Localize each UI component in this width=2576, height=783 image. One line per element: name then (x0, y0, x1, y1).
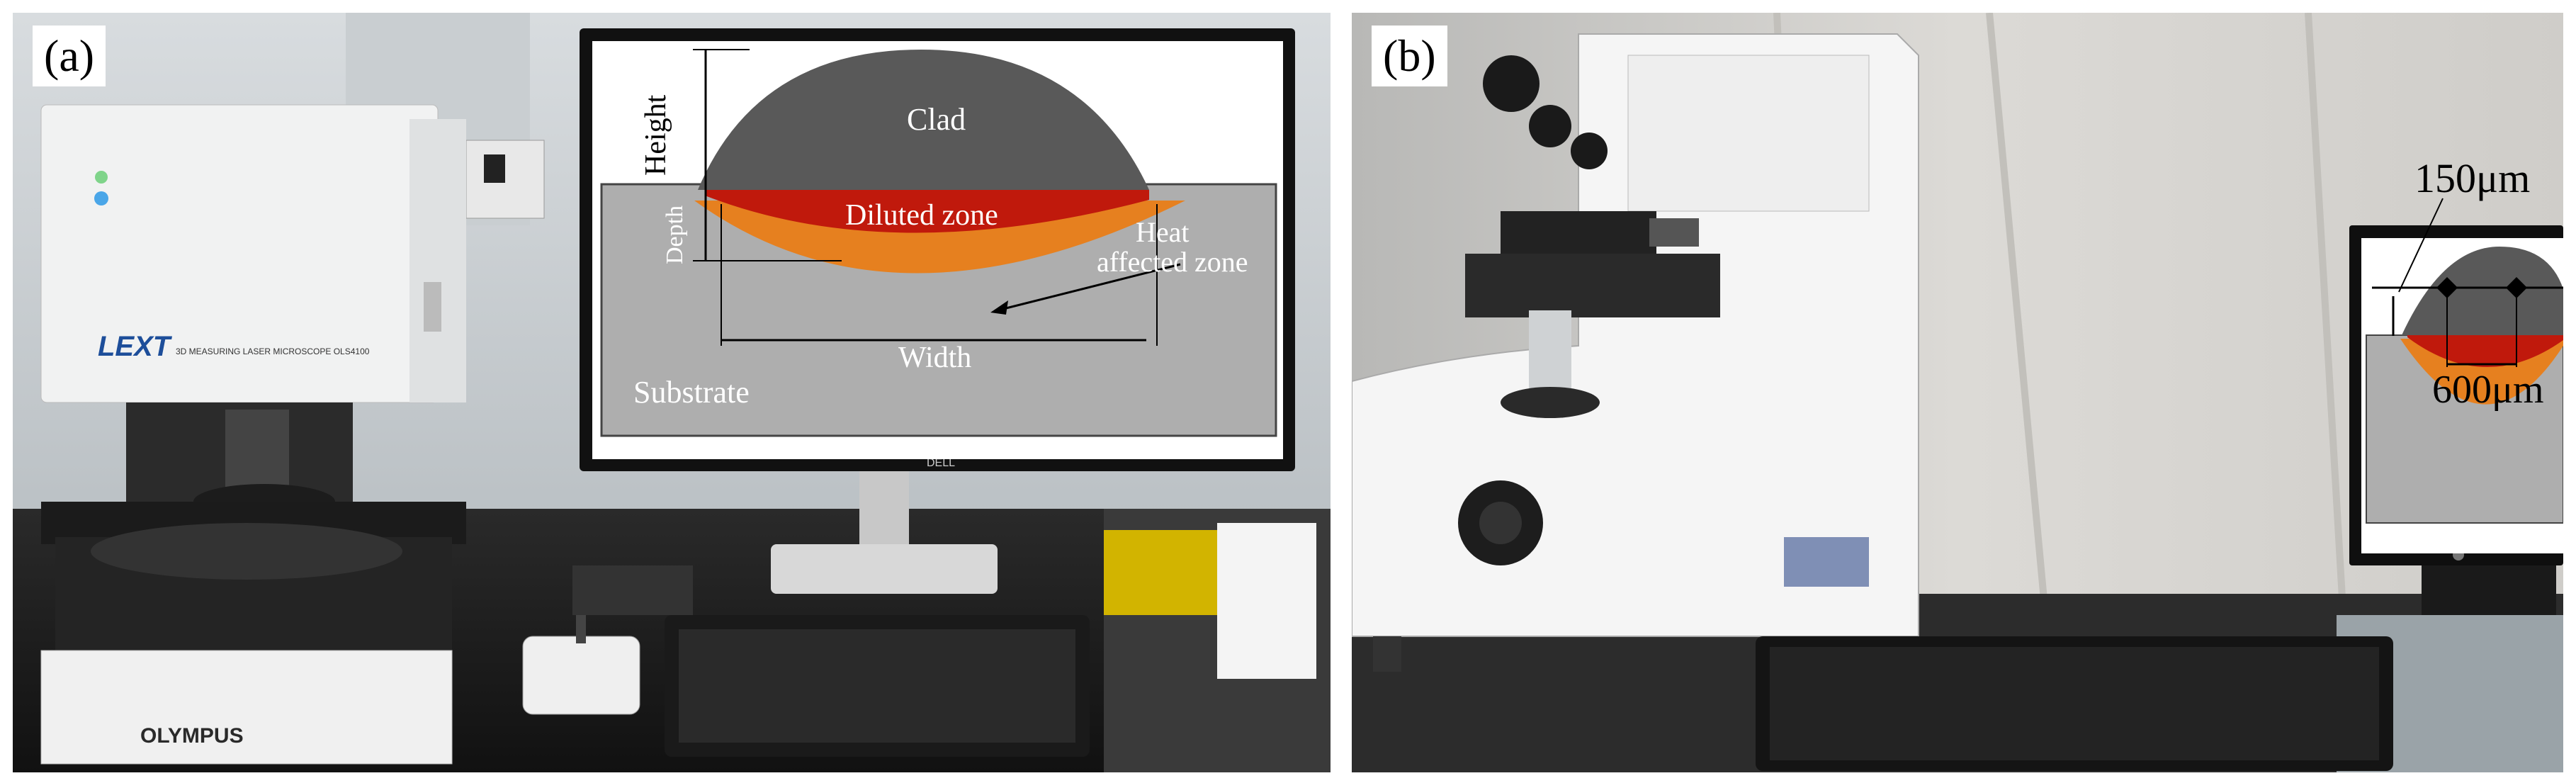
panel-a-label: (a) (33, 26, 106, 86)
indent-depth-label: 150μm (2414, 155, 2531, 201)
substrate-label: Substrate (633, 375, 750, 410)
haz-label-line1: Heat (1136, 216, 1190, 248)
schematic-a (592, 41, 1283, 459)
haz-pointer-arrowhead (990, 300, 1008, 315)
clad-region-b (2402, 247, 2563, 335)
indent-marker-1 (2436, 277, 2458, 298)
panel-b-scene (1352, 13, 2563, 772)
keyboard-b (1756, 636, 2393, 771)
indent-spacing-label: 600μm (2432, 368, 2544, 412)
panel-a-scene: LEXT 3D MEASURING LASER MICROSCOPE OLS41… (13, 13, 1331, 772)
paper-sheet (1217, 523, 1316, 679)
height-label: Height (640, 94, 672, 176)
schematic-b (2361, 198, 2563, 553)
width-label: Width (898, 342, 972, 374)
clad-region (698, 50, 1149, 190)
indent-marker-2 (2506, 277, 2527, 298)
monitor-logo: DELL (927, 457, 955, 469)
notebook (1104, 530, 1238, 615)
lext-logo: LEXT (98, 331, 173, 362)
diluted-zone-label: Diluted zone (845, 199, 998, 232)
keyboard-a (665, 615, 1090, 757)
haz-label-line2: affected zone (1097, 246, 1248, 278)
diluted-zone (705, 190, 1149, 233)
clad-label: Clad (907, 102, 966, 137)
panel-a-photo: LEXT 3D MEASURING LASER MICROSCOPE OLS41… (13, 13, 1331, 772)
depth-pointer-line (2398, 198, 2444, 293)
panel-b-label: (b) (1372, 26, 1447, 86)
monitor-b-stand (2422, 558, 2556, 615)
monitor-stand (859, 466, 909, 558)
monitor-base (771, 544, 998, 594)
socket-plug (484, 154, 505, 183)
hardness-tester (1352, 33, 1919, 672)
model-text: 3D MEASURING LASER MICROSCOPE OLS4100 (176, 347, 370, 356)
olympus-logo: OLYMPUS (140, 724, 244, 748)
panel-b-photo: (b) 150μm 600μm (1352, 13, 2563, 772)
depth-label: Depth (662, 205, 688, 264)
desk-device (572, 565, 693, 615)
haz-pointer-line (997, 263, 1181, 312)
laser-microscope (40, 104, 466, 765)
